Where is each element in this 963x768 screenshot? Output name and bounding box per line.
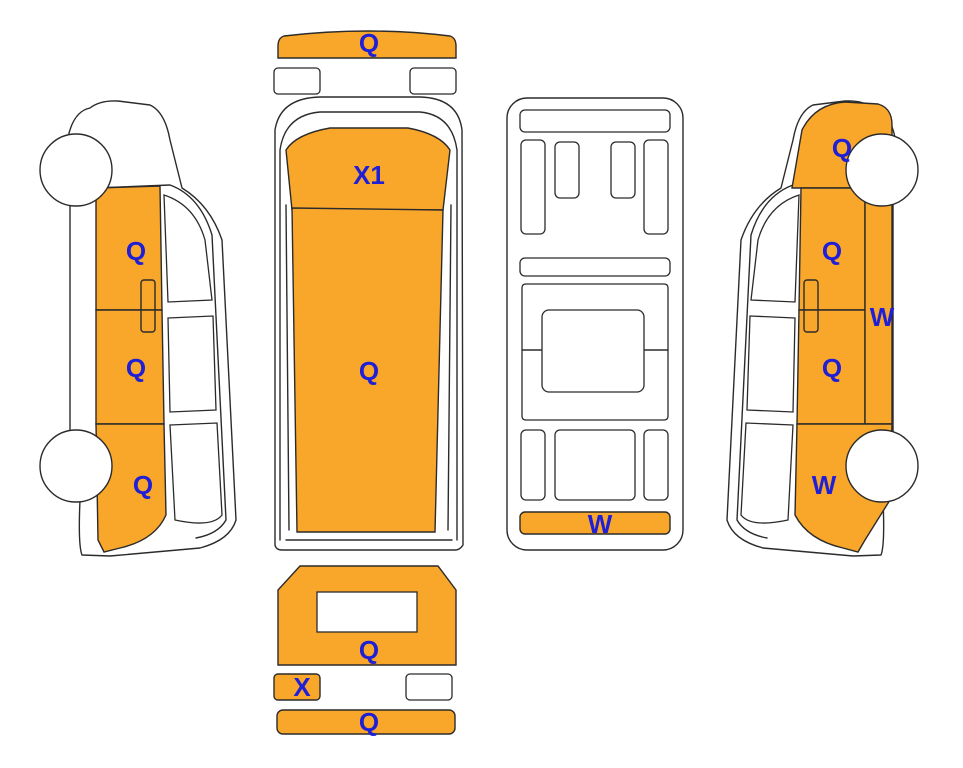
left-door-handle — [140, 279, 156, 333]
left-front-label: Q — [126, 236, 146, 266]
rear-left-light-label: X — [293, 672, 311, 702]
left-rear-label: Q — [133, 470, 153, 500]
left-window-rear — [169, 422, 223, 524]
right-side-frame-line — [736, 184, 868, 539]
right-upper-label: Q — [822, 236, 842, 266]
underbody-rear-panel[interactable] — [519, 511, 671, 535]
rear-bumper-panel[interactable] — [276, 709, 456, 735]
underbody-front-left-bay — [520, 139, 546, 235]
underbody-rear-right-bay — [643, 429, 669, 501]
underbody-view: W — [506, 97, 684, 551]
right-window-rear — [740, 422, 794, 524]
left-window-front — [163, 194, 213, 303]
top-view: X1 Q — [274, 96, 464, 551]
right-window-front — [750, 194, 800, 303]
top-left-mirror-line — [285, 204, 290, 531]
right-rear-wheel — [845, 429, 919, 503]
rear-door-label: Q — [359, 635, 379, 665]
roof-panel[interactable] — [291, 207, 444, 533]
rear-window — [316, 591, 418, 633]
hood-label: X1 — [353, 160, 385, 190]
rear-left-light[interactable] — [273, 673, 321, 701]
right-lower-label: Q — [822, 353, 842, 383]
right-door-handle — [803, 279, 819, 333]
right-edge-label: W — [870, 302, 895, 332]
top-right-mirror-line — [447, 204, 452, 531]
front-bumper-panel[interactable] — [277, 30, 457, 59]
front-bumper-label: Q — [359, 28, 379, 58]
underbody-front-bar — [519, 109, 671, 133]
left-middle-label: Q — [126, 353, 146, 383]
right-window-mid — [746, 315, 796, 413]
left-panel-rear[interactable] — [95, 423, 167, 553]
right-rear-label: W — [812, 470, 837, 500]
roof-label: Q — [359, 356, 379, 386]
rear-right-light — [405, 673, 453, 701]
underbody-cross-bar — [519, 257, 671, 277]
right-side-view: Q Q Q W W — [726, 100, 919, 557]
left-side-view: Q Q Q — [39, 100, 237, 557]
underbody-front-right-bay — [643, 139, 669, 235]
top-view-inner-line — [279, 111, 458, 541]
rear-bumper-label: Q — [359, 707, 379, 737]
underbody-rear-label: W — [588, 509, 613, 539]
rear-view: Q X Q — [273, 565, 457, 737]
underbody-rear-left-bay — [520, 429, 546, 501]
right-front-label: Q — [832, 133, 852, 163]
underbody-front-mid-left-bay — [554, 141, 580, 199]
right-front-wheel — [845, 133, 919, 207]
hood-panel[interactable] — [285, 127, 451, 211]
left-window-mid — [167, 315, 217, 413]
underbody-front-mid-right-bay — [610, 141, 636, 199]
left-side-frame-line — [95, 184, 227, 539]
underbody-rear-center-bay — [554, 429, 636, 501]
left-front-wheel — [39, 133, 113, 207]
front-left-headlight — [273, 67, 321, 95]
underbody-tank — [541, 309, 645, 393]
front-right-headlight — [409, 67, 457, 95]
left-rear-wheel — [39, 429, 113, 503]
